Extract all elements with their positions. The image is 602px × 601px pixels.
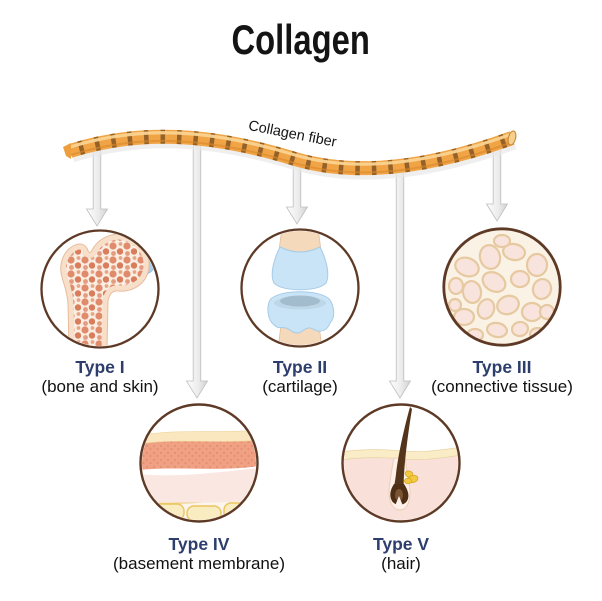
- arrow-down-type5-icon: [388, 167, 412, 399]
- collagen-fiber-illustration: [63, 129, 517, 180]
- type-iv-name: Type IV: [168, 534, 230, 554]
- hair-follicle-icon: [344, 406, 458, 520]
- type-v-name: Type V: [372, 534, 430, 554]
- page-title: Collagen: [0, 16, 602, 64]
- type-v-circle: [341, 403, 461, 523]
- type-ii-name: Type II: [272, 357, 328, 377]
- type-iv-circle: [139, 403, 259, 523]
- page-title-text: Collagen: [231, 16, 371, 63]
- type-iv-tissue: (basement membrane): [113, 554, 285, 574]
- type-iii-tissue: (connective tissue): [431, 377, 573, 397]
- type-v-tissue: (hair): [381, 554, 421, 574]
- type-i-name: Type I: [75, 357, 125, 377]
- arrow-down-type1-icon: [85, 149, 109, 227]
- type-i-label-group: Type I (bone and skin): [10, 357, 190, 397]
- type-iii-name: Type III: [472, 357, 532, 377]
- type-iii-label-group: Type III (connective tissue): [402, 357, 602, 397]
- type-i-circle: [40, 229, 160, 349]
- type-v-label-group: Type V (hair): [311, 534, 491, 574]
- connective-tissue-mesh-icon: [445, 230, 559, 344]
- bone-cross-section-icon: [43, 232, 157, 346]
- skin-layers-icon: [142, 406, 256, 520]
- cartilage-joint-icon: [243, 231, 357, 345]
- arrow-down-type4-icon: [185, 139, 209, 399]
- type-iv-label-group: Type IV (basement membrane): [89, 534, 309, 574]
- down-arrow-icons: [85, 139, 509, 399]
- type-iii-circle: [442, 227, 562, 347]
- type-ii-tissue: (cartilage): [262, 377, 338, 397]
- type-ii-circle: [240, 228, 360, 348]
- type-ii-label-group: Type II (cartilage): [210, 357, 390, 397]
- type-i-tissue: (bone and skin): [41, 377, 159, 397]
